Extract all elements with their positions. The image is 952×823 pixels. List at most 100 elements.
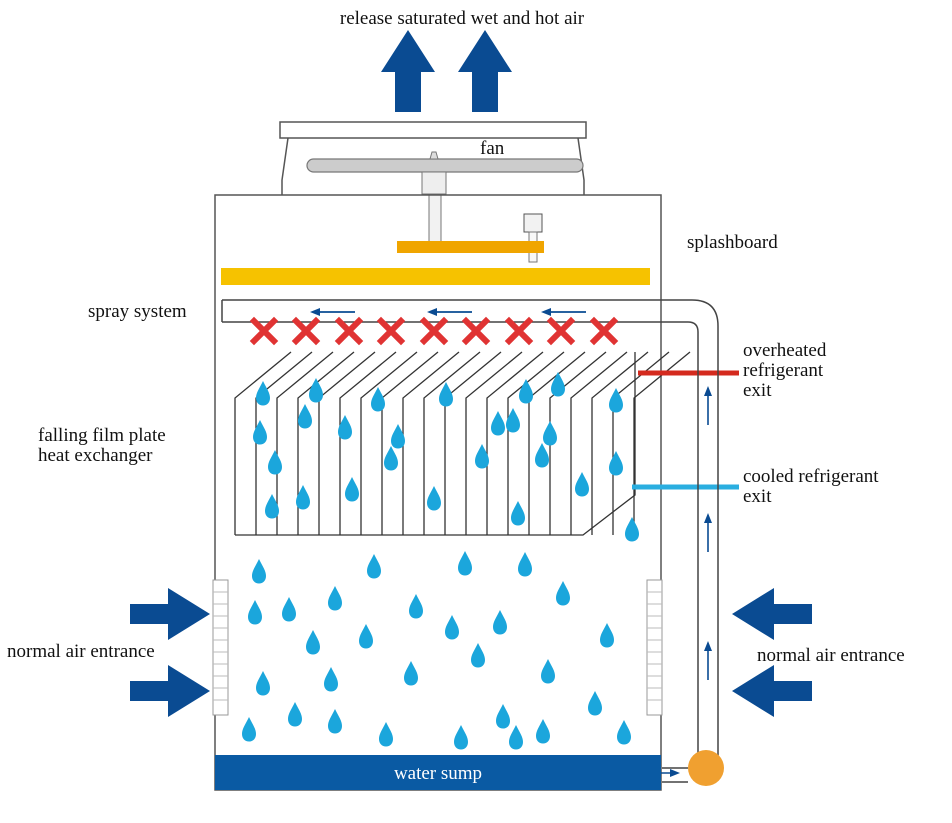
overheated-label-line3: exit — [743, 380, 772, 401]
water-droplet-icon — [268, 450, 282, 475]
overheated-label-line1: overheated — [743, 340, 827, 361]
water-droplets — [242, 372, 639, 750]
heat-exchanger-frame — [235, 352, 636, 536]
nozzle-icon — [249, 316, 279, 346]
overheated-label-line2: refrigerant — [743, 360, 824, 381]
motor-icon — [523, 213, 543, 233]
nozzle-icon — [334, 316, 364, 346]
water-droplet-icon — [609, 451, 623, 476]
water-droplet-icon — [256, 381, 270, 406]
water-droplet-icon — [409, 594, 423, 619]
splashboard-label: splashboard — [687, 232, 778, 253]
water-droplet-icon — [298, 404, 312, 429]
water-droplet-icon — [575, 472, 589, 497]
water-droplet-icon — [345, 477, 359, 502]
fan-blade — [306, 158, 584, 173]
heat-exchanger-plate — [234, 351, 292, 535]
fan-label: fan — [480, 138, 505, 159]
water-droplet-icon — [252, 559, 266, 584]
water-sump-label: water sump — [394, 763, 482, 784]
air-entrance-left-label: normal air entrance — [7, 641, 155, 662]
water-droplet-icon — [541, 659, 555, 684]
air-entrance-right-label: normal air entrance — [757, 645, 905, 666]
water-droplet-icon — [242, 717, 256, 742]
water-droplet-icon — [536, 719, 550, 744]
water-droplet-icon — [306, 630, 320, 655]
heat-exchanger-plate — [486, 351, 544, 535]
air-inlet-right — [732, 588, 812, 717]
water-droplet-icon — [324, 667, 338, 692]
water-droplet-icon — [454, 725, 468, 750]
pump-icon — [688, 750, 724, 786]
nozzle-icon — [419, 316, 449, 346]
water-droplet-icon — [384, 446, 398, 471]
water-droplet-icon — [511, 501, 525, 526]
water-droplet-icon — [518, 552, 532, 577]
nozzle-icon — [546, 316, 576, 346]
exchanger-label-line1: falling film plate — [38, 425, 166, 446]
water-droplet-icon — [328, 709, 342, 734]
heat-exchanger-plate — [318, 351, 376, 535]
exchanger-label-line2: heat exchanger — [38, 445, 153, 466]
nozzle-icon — [504, 316, 534, 346]
fan-shaft — [428, 193, 442, 243]
water-droplet-icon — [309, 378, 323, 403]
water-droplet-icon — [253, 420, 267, 445]
water-droplet-icon — [439, 382, 453, 407]
water-droplet-icon — [458, 551, 472, 576]
exhaust-label: release saturated wet and hot air — [340, 8, 585, 29]
water-droplet-icon — [427, 486, 441, 511]
water-droplet-icon — [493, 610, 507, 635]
water-droplet-icon — [359, 624, 373, 649]
louver-left — [212, 579, 229, 716]
heat-exchanger-plate — [444, 351, 502, 535]
water-droplet-icon — [543, 421, 557, 446]
exhaust-arrow-left-icon — [381, 30, 435, 112]
water-droplet-icon — [556, 581, 570, 606]
exhaust-arrow-right-icon — [458, 30, 512, 112]
fan-housing — [279, 121, 587, 195]
heat-exchanger-plate — [591, 351, 649, 535]
nozzle-icon — [461, 316, 491, 346]
water-droplet-icon — [288, 702, 302, 727]
heat-exchanger-plate — [549, 351, 607, 535]
heat-exchanger-plate — [633, 351, 691, 535]
water-droplet-icon — [379, 722, 393, 747]
water-droplet-icon — [445, 615, 459, 640]
cooled-label-line1: cooled refrigerant — [743, 466, 879, 487]
water-sump — [215, 755, 661, 790]
water-droplet-icon — [551, 372, 565, 397]
water-droplet-icon — [328, 586, 342, 611]
cooled-label-line2: exit — [743, 486, 772, 507]
splashboard — [221, 268, 650, 285]
water-droplet-icon — [256, 671, 270, 696]
air-arrow-icon — [732, 665, 812, 717]
air-arrow-icon — [130, 588, 210, 640]
exhaust-arrows — [381, 30, 512, 112]
water-droplet-icon — [471, 643, 485, 668]
heat-exchanger-plate — [297, 351, 355, 535]
heat-exchanger-plate — [465, 351, 523, 535]
water-droplet-icon — [625, 517, 639, 542]
fan-support-bar — [397, 241, 544, 253]
spray-nozzles — [249, 316, 619, 346]
water-droplet-icon — [367, 554, 381, 579]
water-droplet-icon — [496, 704, 510, 729]
nozzle-icon — [291, 316, 321, 346]
fan-gearbox — [421, 171, 447, 195]
air-inlet-left — [130, 588, 210, 717]
water-droplet-icon — [491, 411, 505, 436]
heat-exchanger-plate — [570, 351, 628, 535]
water-droplet-icon — [248, 600, 262, 625]
fan-hub-icon — [429, 151, 439, 160]
water-droplet-icon — [535, 443, 549, 468]
water-droplet-icon — [404, 661, 418, 686]
spray-system-label: spray system — [88, 301, 187, 322]
water-droplet-icon — [617, 720, 631, 745]
nozzle-icon — [589, 316, 619, 346]
circulation-pipe — [660, 299, 719, 783]
water-droplet-icon — [371, 387, 385, 412]
water-droplet-icon — [282, 597, 296, 622]
water-droplet-icon — [519, 379, 533, 404]
